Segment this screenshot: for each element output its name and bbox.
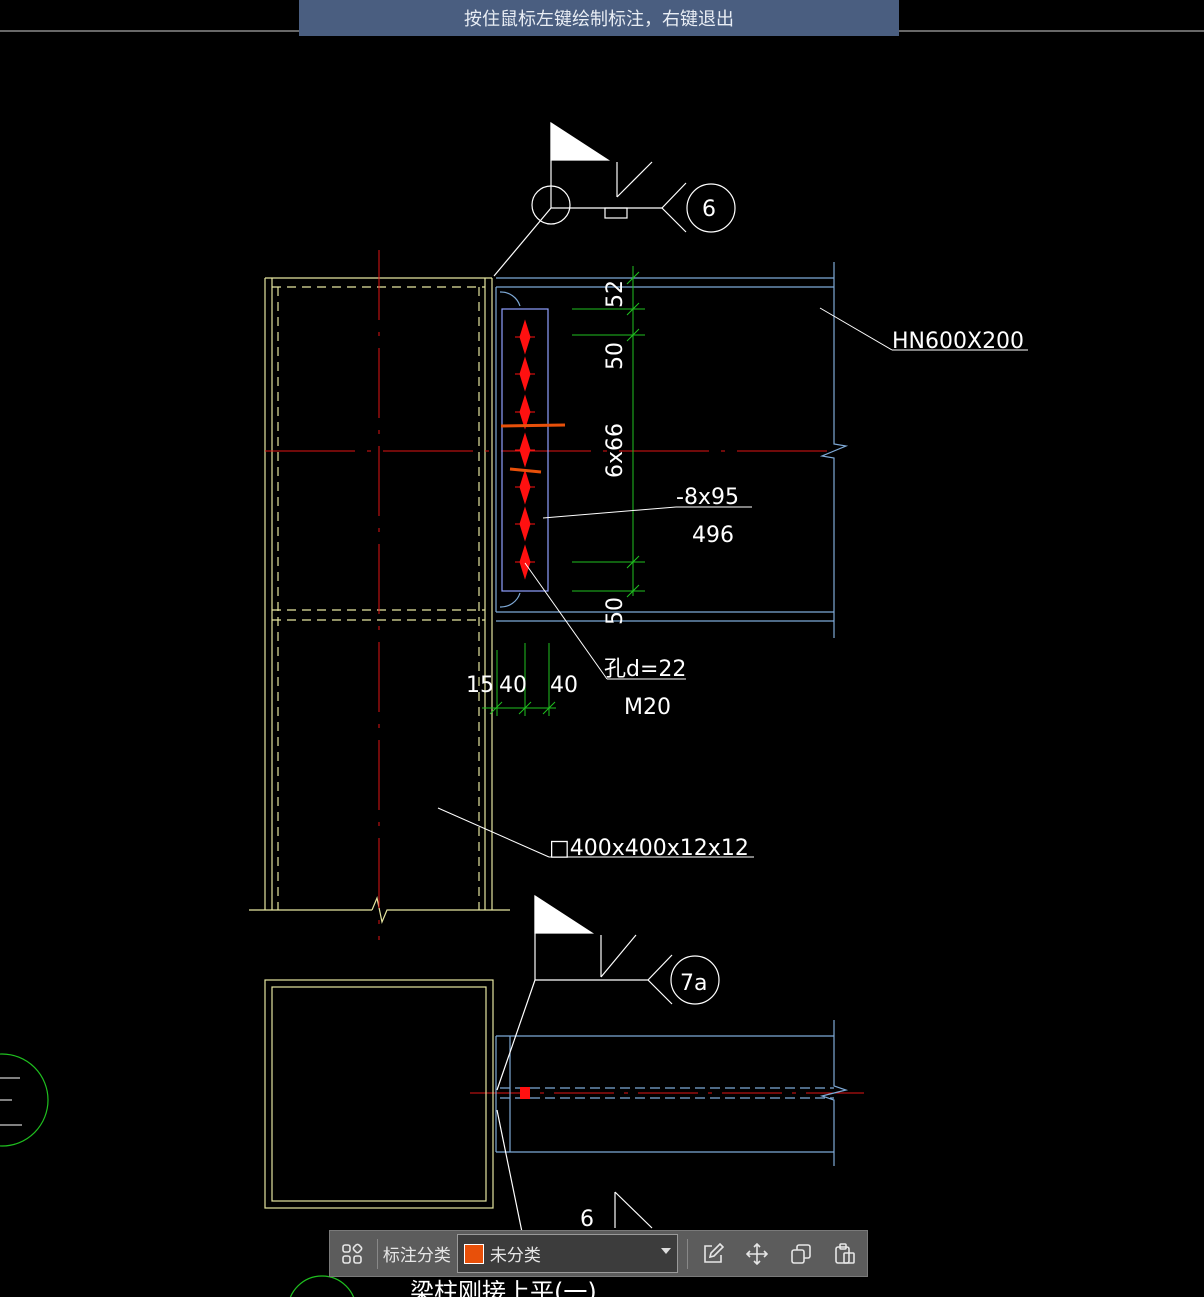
dim-h3-text: 40: [550, 673, 578, 698]
annotation-leaders: [437, 307, 1028, 858]
edit-button[interactable]: [691, 1231, 735, 1276]
category-select[interactable]: 未分类: [456, 1234, 679, 1273]
toolbar-divider: [376, 1238, 378, 1269]
detail-marker-lines: [0, 1077, 22, 1126]
copy-icon: [791, 1243, 811, 1264]
bolt-5: [515, 469, 535, 505]
edit-icon: [704, 1242, 725, 1263]
bolt-2: [515, 356, 535, 392]
paste-icon: [835, 1242, 855, 1264]
chevron-down-icon: [661, 1248, 672, 1254]
category-select-value: 未分类: [489, 1246, 541, 1266]
beam-plan: [495, 1020, 849, 1166]
beam-elevation: [495, 262, 849, 638]
dim-middle-text: 6x66: [603, 423, 628, 478]
detail-marker-bottom: [289, 1275, 355, 1297]
cropped-title: 梁柱刚接上平(一): [410, 1278, 597, 1297]
column-label: □400x400x12x12: [549, 836, 749, 861]
dim-second-text: 50: [603, 342, 628, 370]
paste-button[interactable]: [823, 1231, 867, 1276]
move-button[interactable]: [735, 1231, 779, 1276]
dim-h2-text: 40: [499, 673, 527, 698]
bolt-holes: [515, 319, 535, 580]
user-markups[interactable]: [500, 423, 566, 474]
weld-symbol-top: [493, 121, 736, 277]
beam-label: HN600X200: [892, 329, 1024, 354]
dim-bottom-text: 50: [603, 597, 628, 625]
toolbar-divider: [687, 1238, 689, 1269]
category-label: 标注分类: [382, 1246, 451, 1266]
hint-text: 按住鼠标左键绘制标注，右键退出: [464, 9, 734, 30]
weld-bottom-size: 6: [580, 1207, 594, 1232]
bolt-7: [515, 544, 535, 580]
column-plan: [264, 979, 494, 1209]
centerlines: [265, 250, 864, 1094]
bolt-1: [515, 319, 535, 355]
grid-button[interactable]: [330, 1231, 374, 1276]
detail-marker-left: [0, 1053, 49, 1147]
bolt-3: [515, 394, 535, 430]
category-color-swatch: [463, 1243, 484, 1264]
hint-banner: 按住鼠标左键绘制标注，右键退出: [299, 0, 899, 36]
bolt-6: [515, 506, 535, 542]
dim-h1-text: 15: [466, 673, 494, 698]
weld-symbol-bottom: [496, 894, 720, 1233]
bolt-plan-marker: [520, 1087, 530, 1099]
weld-symbol-1-text: 6: [702, 197, 716, 222]
weld-symbol-2-text: 7a: [680, 971, 707, 996]
plate-label: -8x95: [676, 485, 739, 510]
markup-toolbar: 标注分类 未分类: [329, 1230, 868, 1277]
grid-icon: [342, 1243, 363, 1264]
dim-top-text: 52: [603, 280, 628, 308]
bolt-label: M20: [624, 695, 671, 720]
dimension-lines: [482, 266, 645, 716]
move-icon: [746, 1242, 769, 1265]
hole-label: 孔d=22: [604, 657, 686, 682]
bolt-4: [515, 432, 535, 468]
plate-length: 496: [692, 523, 734, 548]
copy-button[interactable]: [779, 1231, 823, 1276]
